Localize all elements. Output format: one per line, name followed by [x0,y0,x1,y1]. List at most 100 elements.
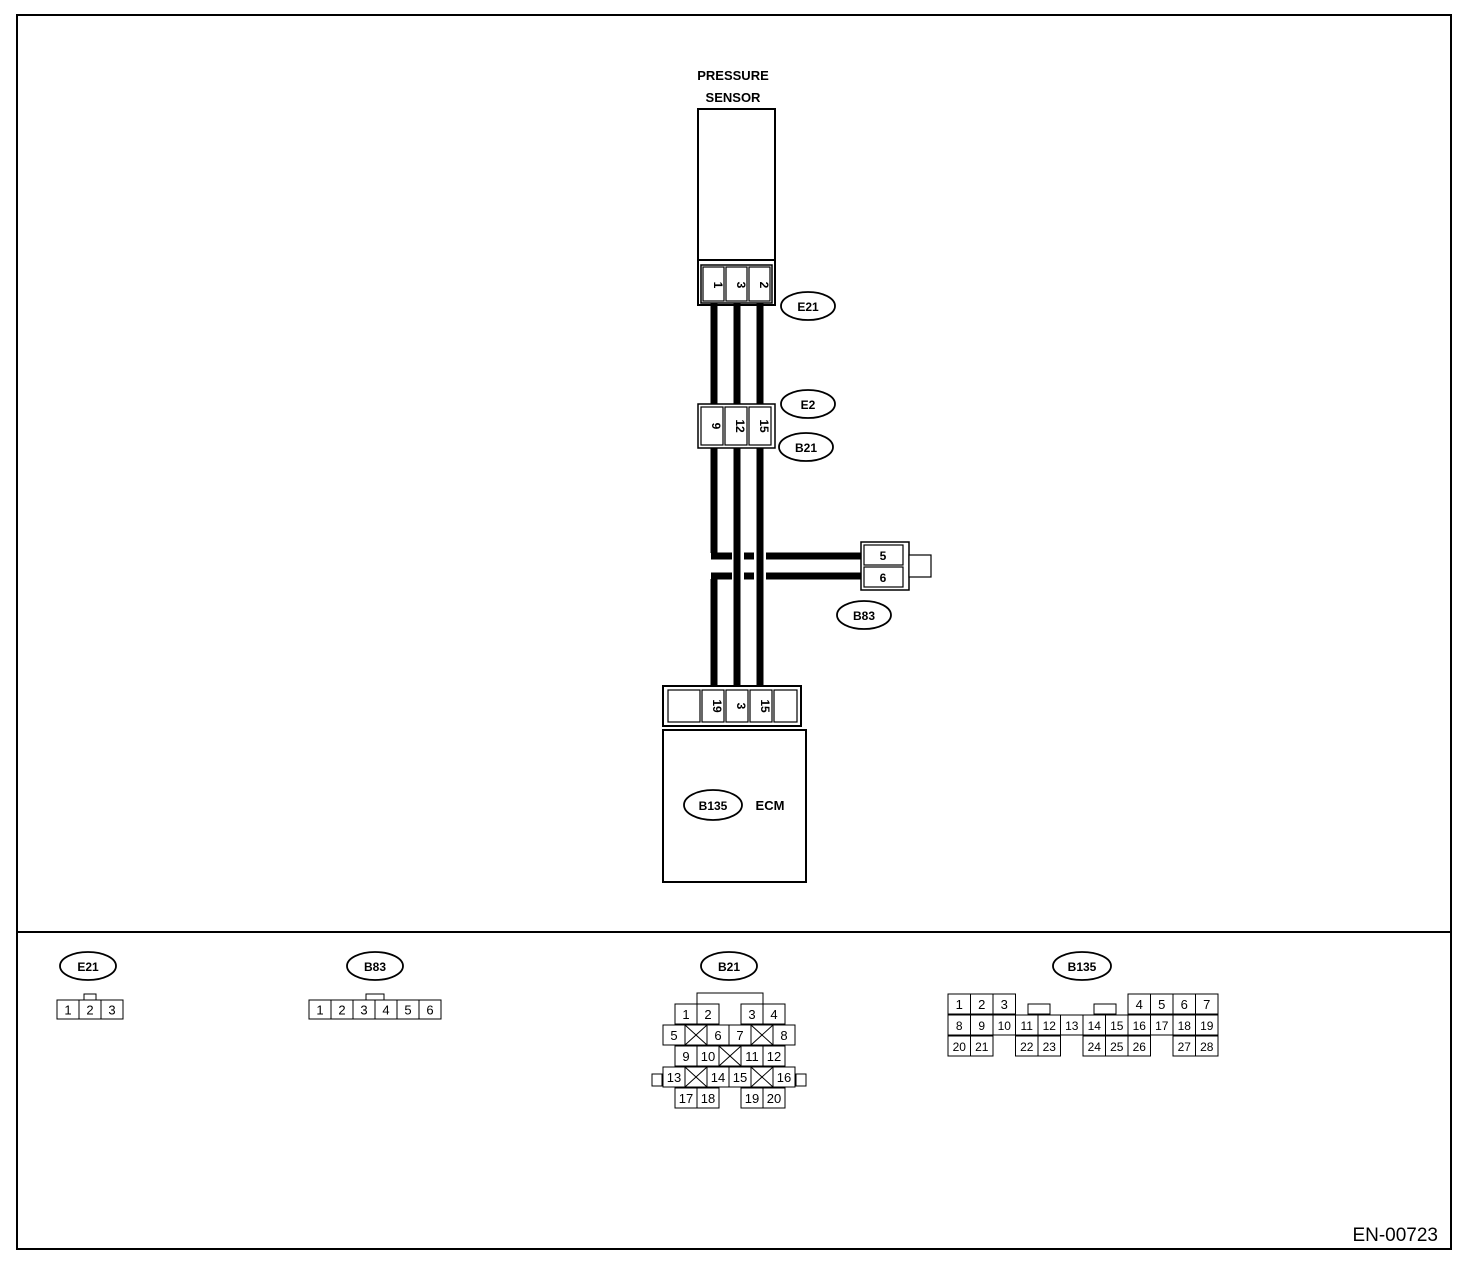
legend-pin-label: 3 [108,1003,115,1018]
legend-pin-label: 7 [1203,997,1210,1012]
legend-pin-label: 3 [748,1007,755,1022]
legend-pin-label: 19 [745,1091,759,1106]
legend-pin-label: 4 [1136,997,1143,1012]
ecm-label: ECM [756,798,785,813]
b83-pin-label: 5 [880,549,887,563]
legend-pin-cell [772,1066,796,1088]
legend-pin-label: 6 [714,1028,721,1043]
legend-pin-cell [1127,1035,1151,1057]
b83-pin-label: 6 [880,571,887,585]
legend-empty-cavity [684,1024,708,1046]
legend-pin-label: 3 [1001,997,1008,1012]
legend-pin-label: 12 [767,1049,781,1064]
legend-pin-label: 5 [670,1028,677,1043]
legend-pin-label: 15 [733,1070,747,1085]
legend-pin-label: 24 [1088,1040,1102,1054]
legend-pin-label: 27 [1178,1040,1192,1054]
legend-pin-label: 13 [667,1070,681,1085]
legend-pin-label: 6 [426,1003,433,1018]
b135-pin-label: 15 [758,699,772,713]
legend-pin-label: 5 [1158,997,1165,1012]
legend-b135-label: B135 [1068,960,1097,974]
legend-pin-label: 1 [956,997,963,1012]
legend-pin-label: 2 [978,997,985,1012]
legend-pin-label: 5 [404,1003,411,1018]
legend-empty-cavity [750,1024,774,1046]
b135-callout [683,789,743,821]
e21-pin-label: 2 [757,282,771,289]
legend-pin-label: 4 [770,1007,777,1022]
legend-pin-label: 22 [1020,1040,1034,1054]
legend-pin-label: 23 [1043,1040,1057,1054]
legend-pin-label: 18 [701,1091,715,1106]
b135-pin-label: 19 [710,699,724,713]
legend-pin-label: 11 [1021,1019,1034,1033]
b21-callout: B21 [778,432,834,462]
legend-pin-label: 8 [780,1028,787,1043]
legend-pin-label: 14 [711,1070,725,1085]
legend-pin-label: 2 [338,1003,345,1018]
legend-pin-cell [418,999,442,1020]
legend-pin-label: 16 [777,1070,791,1085]
legend-pin-label: 11 [745,1049,759,1064]
legend-pin-label: 2 [86,1003,93,1018]
legend-pin-label: 20 [767,1091,781,1106]
legend-pin-cell [1195,993,1219,1015]
legend-pin-label: 1 [682,1007,689,1022]
legend-pin-label: 28 [1200,1040,1214,1054]
legend-pin-label: 8 [956,1019,963,1033]
legend-pin-label: 1 [316,1003,323,1018]
legend-pin-label: 3 [360,1003,367,1018]
e21-callout-label: E21 [797,300,819,314]
legend-pin-cell [1195,1014,1219,1036]
b21-callout-label: B21 [795,441,817,455]
e2-callout-label: E2 [801,398,816,412]
legend-pin-cell [1195,1035,1219,1057]
legend-pin-cell [772,1024,796,1046]
b21-pin-label: 15 [757,419,771,433]
e21-pin-label: 1 [711,282,725,289]
wire-bundle-upper [710,303,764,407]
legend-pin-label: 19 [1200,1019,1214,1033]
wire-bundle-lower [710,448,862,688]
legend-b83-label: B83 [364,960,386,974]
legend-pin-label: 2 [704,1007,711,1022]
b83-connector: 5 6 [860,541,932,591]
legend-pin-label: 20 [953,1040,967,1054]
legend-b21-label: B21 [718,960,740,974]
legend-empty-cavity [684,1066,708,1088]
e2-b21-connector: 9 12 15 [697,403,776,449]
legend-pin-cell [1037,1035,1061,1057]
legend-pin-label: 17 [679,1091,693,1106]
legend-pin-label: 6 [1181,997,1188,1012]
b135-pin-label: 3 [734,703,748,710]
legend-pin-cell [100,999,124,1020]
e21-pin-label: 3 [734,282,748,289]
diagram-frame [16,14,1452,1250]
legend-pin-label: 9 [682,1049,689,1064]
legend-empty-cavity [750,1066,774,1088]
b21-pin-label: 12 [733,419,747,433]
e2-callout: E2 [780,389,836,419]
sensor-title-line2: SENSOR [706,90,762,105]
legend-pin-label: 4 [382,1003,389,1018]
b83-callout-label: B83 [853,609,875,623]
legend-pin-label: 7 [736,1028,743,1043]
legend-pin-label: 18 [1178,1019,1192,1033]
e21-connector: 1 3 2 [700,264,773,304]
legend-pin-label: 12 [1043,1019,1057,1033]
legend-pin-cell [970,1035,994,1057]
legend-pin-label: 15 [1110,1019,1124,1033]
legend-pin-label: 14 [1088,1019,1102,1033]
document-id: EN-00723 [1352,1225,1438,1246]
legend-pin-label: 26 [1133,1040,1147,1054]
legend-pin-label: 17 [1155,1019,1169,1033]
legend-pin-cell [762,1045,786,1067]
legend-pin-label: 21 [975,1040,989,1054]
b135-callout-label: B135 [699,799,728,813]
